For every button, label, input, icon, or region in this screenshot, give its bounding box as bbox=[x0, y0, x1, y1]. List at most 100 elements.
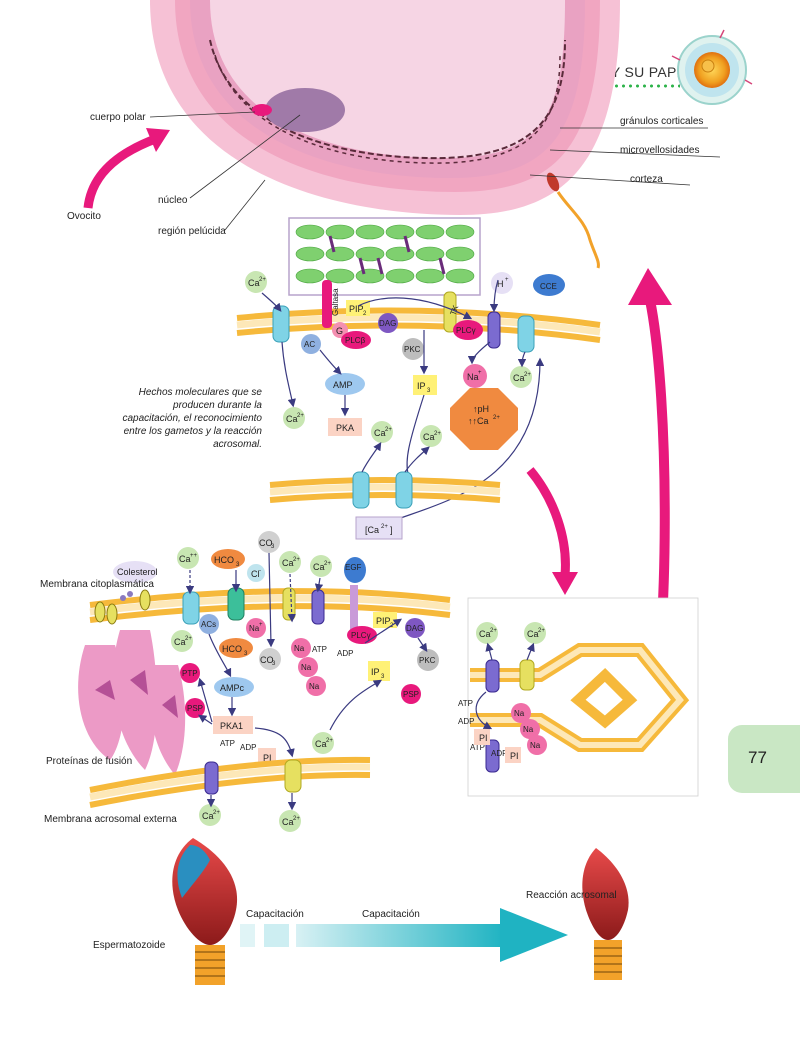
svg-text:Cl: Cl bbox=[251, 569, 260, 579]
svg-text:-: - bbox=[259, 568, 261, 574]
svg-text:CCE: CCE bbox=[540, 282, 557, 291]
label-region-pelucida: región pelúcida bbox=[158, 226, 226, 237]
svg-text:Na: Na bbox=[294, 644, 305, 653]
svg-text:PSP: PSP bbox=[403, 690, 419, 699]
sperm-head-before bbox=[172, 838, 238, 985]
svg-text:DAG: DAG bbox=[379, 319, 396, 328]
fusion-proteins bbox=[78, 630, 186, 775]
ca-channel-1 bbox=[272, 305, 290, 343]
label-capacitacion-1: Capacitación bbox=[246, 909, 304, 920]
pkc-enzyme bbox=[402, 338, 424, 360]
svg-text:Ca: Ca bbox=[202, 811, 214, 821]
svg-text:2+: 2+ bbox=[185, 636, 192, 642]
label-colesterol: Colesterol bbox=[117, 567, 158, 577]
svg-text:PI: PI bbox=[510, 751, 519, 761]
label-microvellosidades: microvellosidades bbox=[620, 145, 699, 156]
label-espermatozoide: Espermatozoide bbox=[93, 940, 166, 951]
svg-text:+: + bbox=[259, 622, 263, 628]
svg-text:ADP: ADP bbox=[337, 649, 353, 658]
svg-text:Ca: Ca bbox=[313, 562, 325, 572]
pka-box bbox=[328, 418, 362, 436]
svg-text:PKA: PKA bbox=[336, 423, 354, 433]
svg-text:3: 3 bbox=[271, 544, 275, 550]
svg-text:↑↑Ca: ↑↑Ca bbox=[468, 416, 489, 426]
svg-text:PLCγ: PLCγ bbox=[456, 326, 476, 335]
svg-text:2+: 2+ bbox=[490, 628, 497, 634]
svg-text:ADP: ADP bbox=[491, 749, 507, 758]
svg-text:HCO: HCO bbox=[222, 644, 242, 654]
svg-text:Ca: Ca bbox=[423, 432, 435, 442]
svg-text:++: ++ bbox=[190, 553, 198, 559]
svg-text:AMPc: AMPc bbox=[220, 683, 245, 693]
svg-text:+: + bbox=[505, 277, 509, 283]
svg-text:PIP: PIP bbox=[349, 304, 364, 314]
oocyte-arrow bbox=[83, 133, 160, 209]
svg-text:2+: 2+ bbox=[493, 415, 500, 421]
svg-text:2+: 2+ bbox=[293, 557, 300, 563]
ca-ion bbox=[283, 407, 305, 429]
label-cuerpo-polar: cuerpo polar bbox=[90, 112, 146, 123]
capacitation-arrow bbox=[240, 908, 568, 962]
svg-text:H: H bbox=[497, 279, 504, 289]
svg-text:2+: 2+ bbox=[385, 427, 392, 433]
svg-text:Ca: Ca bbox=[248, 278, 260, 288]
label-granulos-corticales: gránulos corticales bbox=[620, 116, 703, 127]
svg-text:IP: IP bbox=[371, 667, 380, 677]
svg-text:3: 3 bbox=[236, 562, 240, 568]
svg-text:2+: 2+ bbox=[538, 628, 545, 634]
svg-text:ATP: ATP bbox=[220, 739, 235, 748]
svg-text:2+: 2+ bbox=[213, 810, 220, 816]
svg-text:Ca: Ca bbox=[315, 739, 327, 749]
sperm-head-after bbox=[582, 848, 629, 980]
label-membrana-acrosomal: Membrana acrosomal externa bbox=[44, 814, 177, 825]
g-protein bbox=[332, 322, 348, 338]
svg-text:IP: IP bbox=[417, 381, 426, 391]
svg-text:DAG: DAG bbox=[406, 624, 423, 633]
svg-text:Ca: Ca bbox=[179, 554, 191, 564]
label-nucleo: núcleo bbox=[158, 195, 188, 206]
svg-text:CO: CO bbox=[260, 655, 274, 665]
cholesterol-cluster bbox=[94, 561, 157, 625]
svg-text:Ca: Ca bbox=[513, 373, 525, 383]
upper-membrane bbox=[236, 307, 601, 343]
svg-text:ADP: ADP bbox=[240, 743, 256, 752]
dag-molecule bbox=[378, 313, 398, 333]
middle-membrane bbox=[269, 471, 501, 540]
svg-text:EGF: EGF bbox=[345, 563, 362, 572]
svg-text:CO: CO bbox=[259, 538, 273, 548]
svg-text:[Ca: [Ca bbox=[365, 525, 379, 535]
label-capacitacion-2: Capacitación bbox=[362, 909, 420, 920]
svg-text:+: + bbox=[478, 370, 482, 376]
ip3-box bbox=[413, 375, 437, 395]
svg-text:Na: Na bbox=[249, 624, 260, 633]
svg-text:Na: Na bbox=[514, 709, 525, 718]
page-number-tab bbox=[728, 725, 800, 793]
svg-text:2+: 2+ bbox=[524, 372, 531, 378]
svg-text:PKC: PKC bbox=[419, 656, 436, 665]
svg-text:PKA1: PKA1 bbox=[220, 721, 243, 731]
ca-ion bbox=[510, 366, 532, 388]
ac-enzyme bbox=[301, 334, 321, 354]
na-ion bbox=[463, 364, 487, 388]
svg-text:Ca: Ca bbox=[527, 629, 539, 639]
svg-text:3: 3 bbox=[381, 674, 385, 680]
svg-text:Ca: Ca bbox=[282, 558, 294, 568]
ca-ion bbox=[420, 425, 442, 447]
label-galtasa: Galtasa bbox=[331, 288, 340, 316]
svg-text:2: 2 bbox=[390, 623, 394, 629]
ph-octagon bbox=[450, 388, 518, 450]
svg-text:2+: 2+ bbox=[326, 738, 333, 744]
svg-text:2+: 2+ bbox=[324, 561, 331, 567]
svg-text:AC: AC bbox=[304, 340, 315, 349]
page-number: 77 bbox=[748, 748, 767, 767]
svg-text:PI: PI bbox=[479, 733, 488, 743]
label-reaccion-acrosomal: Reacción acrosomal bbox=[526, 890, 617, 901]
plcg-enzyme bbox=[453, 320, 483, 340]
svg-text:AMP: AMP bbox=[333, 380, 353, 390]
svg-text:3: 3 bbox=[272, 661, 276, 667]
svg-text:2: 2 bbox=[363, 311, 367, 317]
svg-text:PTP: PTP bbox=[182, 669, 198, 678]
svg-text:2+: 2+ bbox=[297, 413, 304, 419]
svg-text:G: G bbox=[336, 326, 343, 336]
